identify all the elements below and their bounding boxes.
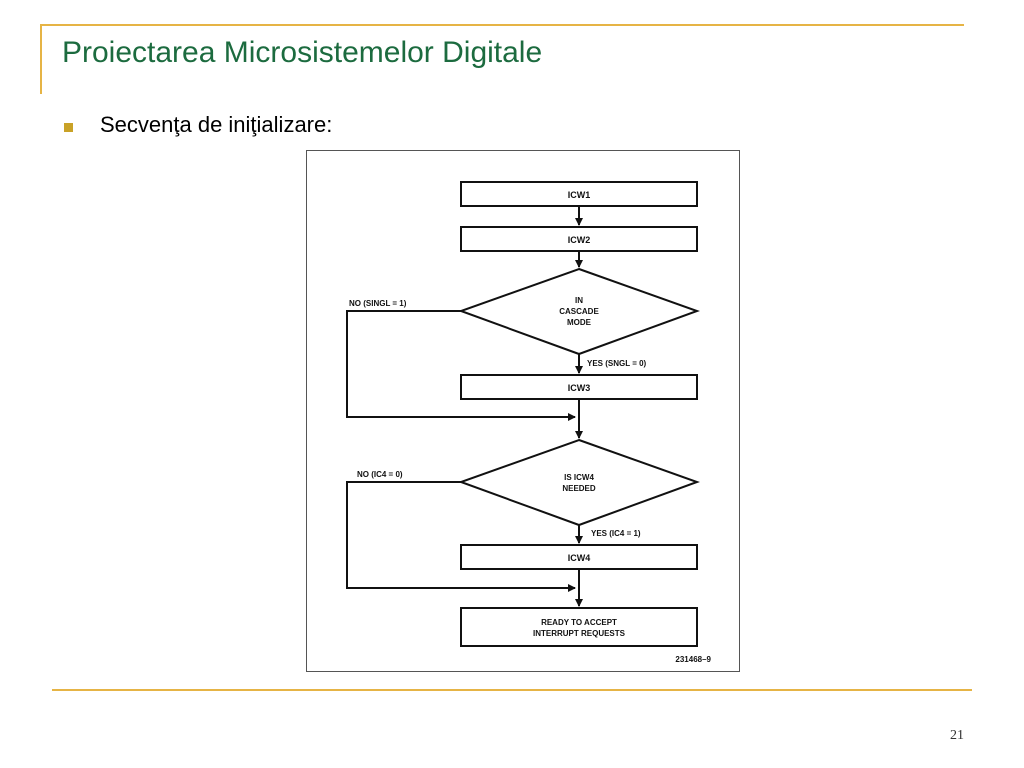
icw2-label: ICW2: [568, 235, 591, 245]
icw4q-label-1: IS ICW4: [564, 473, 594, 482]
ready-box: [460, 607, 698, 647]
flowchart-figure: ICW1 ICW2 IN CASCADE MODE NO (SINGL = 1)…: [306, 150, 740, 672]
bullet-square-icon: [64, 123, 73, 132]
icw3-box: [460, 374, 698, 400]
icw4q-label-2: NEEDED: [562, 484, 596, 493]
cascade-label-1: IN: [575, 296, 583, 305]
top-rule: [40, 24, 964, 26]
bullet-text: Secvenţa de iniţializare:: [100, 112, 333, 137]
yes-ic4-label: YES (IC4 = 1): [591, 529, 641, 538]
cascade-label-2: CASCADE: [559, 307, 599, 316]
branch-no-single: [346, 310, 576, 421]
yes-single-label: YES (SNGL = 0): [587, 359, 647, 368]
no-single-label: NO (SINGL = 1): [349, 299, 407, 308]
left-rule: [40, 24, 42, 94]
icw4-needed-decision: [458, 438, 700, 527]
icw3-label: ICW3: [568, 383, 591, 393]
ready-label-1: READY TO ACCEPT: [541, 618, 617, 627]
flowchart-svg: ICW1 ICW2 IN CASCADE MODE NO (SINGL = 1)…: [346, 181, 712, 664]
icw4-box: [460, 544, 698, 570]
cascade-label-3: MODE: [567, 318, 592, 327]
icw4-label: ICW4: [568, 553, 591, 563]
ready-label-2: INTERRUPT REQUESTS: [533, 629, 626, 638]
icw1-label: ICW1: [568, 190, 591, 200]
page-number: 21: [950, 728, 964, 743]
slide-title: Proiectarea Microsistemelor Digitale: [62, 36, 543, 69]
bottom-rule: [52, 689, 972, 691]
branch-no-ic4: [346, 481, 576, 592]
figure-id: 231468–9: [675, 655, 711, 664]
no-ic4-label: NO (IC4 = 0): [357, 470, 403, 479]
